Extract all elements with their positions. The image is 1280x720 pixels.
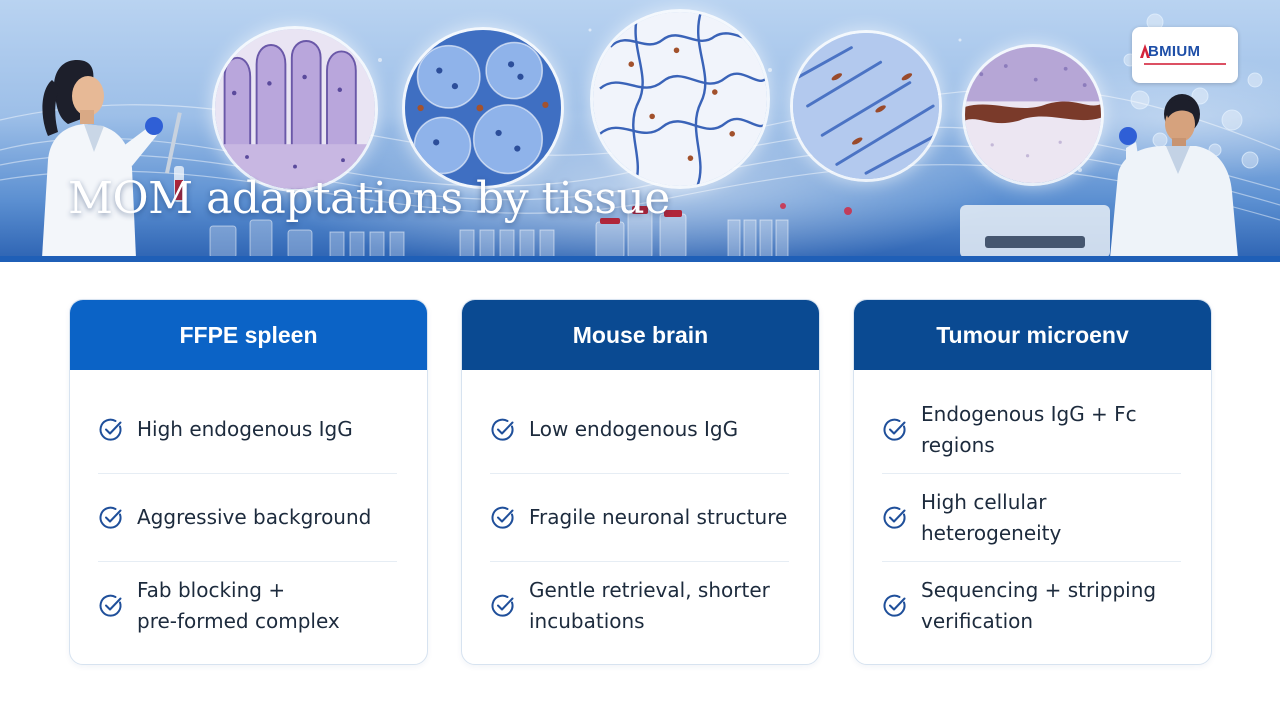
hero-bottom-strip	[0, 256, 1280, 262]
logo-tagline-line	[1144, 63, 1226, 65]
tissue-image-intestine	[212, 26, 378, 192]
list-item-line: Sequencing + stripping	[921, 578, 1157, 602]
brand-logo: BMIUM	[1132, 27, 1238, 83]
list-item-line: verification	[921, 609, 1034, 633]
card-title: Tumour microenv	[936, 321, 1129, 348]
check-circle-icon	[883, 594, 906, 617]
lab-bottles	[209, 13, 1263, 258]
tissue-image-skin	[962, 44, 1104, 186]
card-tumour-microenv: Tumour microenv Endogenous IgG + Fc regio…	[853, 299, 1212, 665]
list-item: Gentle retrieval, shorter incubations	[490, 562, 789, 650]
scientist-right-illustration	[1110, 94, 1238, 258]
check-circle-icon	[99, 418, 122, 441]
hero-banner: BMIUM MOM adaptations by tissue	[0, 0, 1280, 258]
list-item-line: Low endogenous IgG	[529, 417, 739, 441]
list-item: Low endogenous IgG	[490, 386, 789, 474]
card-mouse-brain: Mouse brain Low endogenous IgG Fragile n…	[461, 299, 820, 665]
list-item-text: Fragile neuronal structure	[529, 502, 787, 533]
list-item-line: High cellular	[921, 489, 1047, 514]
card-header: Tumour microenv	[854, 300, 1211, 370]
card-ffpe-spleen: FFPE spleen High endogenous IgG Aggressi…	[69, 299, 428, 665]
logo-mark-icon	[1140, 44, 1150, 58]
list-item: Sequencing + stripping verification	[882, 562, 1181, 650]
list-item-text: Aggressive background	[137, 502, 371, 533]
list-item: Fragile neuronal structure	[490, 474, 789, 562]
brand-logo-text: BMIUM	[1148, 43, 1201, 60]
list-item-text: High endogenous IgG	[137, 414, 353, 445]
list-item-line: Endogenous IgG + Fc	[921, 401, 1137, 426]
list-item-line: pre-formed complex	[137, 609, 340, 633]
list-item-line: Aggressive background	[137, 505, 372, 529]
list-item-line: Gentle retrieval, shorter	[529, 578, 770, 602]
check-circle-icon	[491, 594, 514, 617]
card-title: Mouse brain	[572, 321, 709, 348]
check-circle-icon	[99, 594, 122, 617]
card-header: FFPE spleen	[70, 300, 427, 370]
check-circle-icon	[99, 506, 122, 529]
list-item: Fab blocking + pre-formed complex	[98, 562, 397, 650]
list-item-text: Fab blocking + pre-formed complex	[137, 575, 340, 637]
list-item-line: regions	[921, 432, 995, 457]
list-item-text: Gentle retrieval, shorter incubations	[529, 575, 770, 637]
page-title: MOM adaptations by tissue	[68, 173, 670, 224]
list-item-line: heterogeneity	[921, 520, 1062, 545]
list-item: Aggressive background	[98, 474, 397, 562]
check-circle-icon	[491, 418, 514, 441]
list-item-line: Fab blocking +	[137, 578, 286, 602]
list-item-text: Low endogenous IgG	[529, 414, 738, 445]
check-circle-icon	[491, 506, 514, 529]
list-item: Endogenous IgG + Fc regions	[882, 386, 1181, 474]
list-item-line: High endogenous IgG	[137, 417, 353, 441]
list-item-line: incubations	[529, 609, 645, 633]
check-circle-icon	[883, 506, 906, 529]
list-item: High cellular heterogeneity	[882, 474, 1181, 562]
tissue-image-muscle	[790, 30, 942, 182]
card-title: FFPE spleen	[179, 321, 318, 348]
list-item-text: Endogenous IgG + Fc regions	[921, 399, 1137, 461]
list-item-line: Fragile neuronal structure	[529, 505, 788, 529]
list-item: High endogenous IgG	[98, 386, 397, 474]
list-item-text: Sequencing + stripping verification	[921, 575, 1156, 637]
card-header: Mouse brain	[462, 300, 819, 370]
tissue-image-lung	[590, 9, 770, 189]
scientist-left-illustration	[42, 60, 184, 258]
list-item-text: High cellular heterogeneity	[921, 487, 1061, 549]
check-circle-icon	[883, 418, 906, 441]
tissue-image-lymphoid	[402, 27, 564, 189]
